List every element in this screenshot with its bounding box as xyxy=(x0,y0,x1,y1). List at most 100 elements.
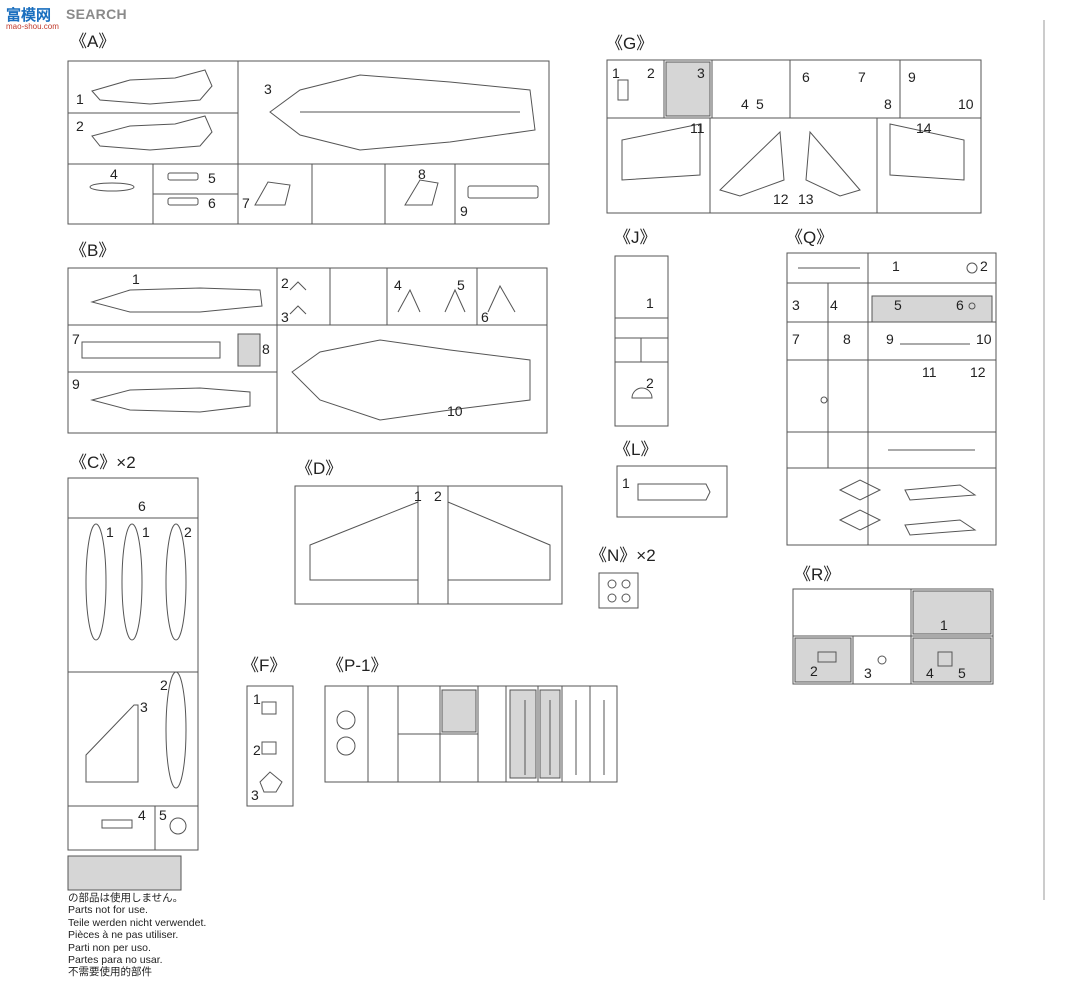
sprue-b-part-3: 3 xyxy=(281,309,289,325)
sprue-c-part-3: 3 xyxy=(140,699,148,715)
sprue-n-part-7: 7 xyxy=(792,331,800,347)
watermark-search: SEARCH xyxy=(66,6,127,22)
sprue-f-part-1: 1 xyxy=(253,691,261,707)
sprue-l-label: 《L》 xyxy=(614,440,657,459)
sprue-j-label: 《J》 xyxy=(614,228,657,247)
sprue-g-part-4: 4 xyxy=(741,96,749,112)
sprue-g-label: 《G》 xyxy=(606,34,653,53)
sprue-n-part-12: 12 xyxy=(970,364,986,380)
sprue-a-part-4: 4 xyxy=(110,166,118,182)
sprue-a-part-2: 2 xyxy=(76,118,84,134)
sprue-g-part-2: 2 xyxy=(647,65,655,81)
sprue-n: 《Q》 1 2 3 4 5 6 7 8 9 10 11 xyxy=(786,228,997,546)
sprue-g-part-7: 7 xyxy=(858,69,866,85)
sprue-c-part-1a: 1 xyxy=(106,524,114,540)
sprue-a-part-8: 8 xyxy=(418,166,426,182)
sprue-g-part-3: 3 xyxy=(697,65,705,81)
sprue-n-part-2: 2 xyxy=(980,258,988,274)
sprue-c: 《C》×2 6 1 1 2 2 3 4 5 xyxy=(67,453,199,891)
watermark-site-cn: 富模网 xyxy=(6,7,52,24)
sprue-a: 《A》 1 2 3 4 5 6 7 8 9 xyxy=(67,32,550,225)
sprue-r-part-3: 3 xyxy=(864,665,872,681)
sprue-f: 《F》 1 2 3 xyxy=(242,656,294,807)
watermark: 富模网 SEARCH mao-shou.com xyxy=(6,4,166,36)
sprue-g-part-11: 11 xyxy=(690,120,705,136)
sprue-g-part-5: 5 xyxy=(756,96,764,112)
sprue-n-part-9: 9 xyxy=(886,331,894,347)
sprue-g-part-13: 13 xyxy=(798,191,814,207)
sprue-l-part-1: 1 xyxy=(622,475,630,491)
sprue-n-part-3: 3 xyxy=(792,297,800,313)
sprue-g-part-1: 1 xyxy=(612,65,620,81)
sprue-d: 《D》 1 2 xyxy=(294,459,563,605)
legend-en: Parts not for use. xyxy=(68,904,148,917)
legend-de: Teile werden nicht verwendet. xyxy=(68,916,207,929)
sprue-p1-label: 《N》×2 xyxy=(590,546,656,565)
sprue-c-part-2a: 2 xyxy=(184,524,192,540)
sprue-n-part-5: 5 xyxy=(894,297,902,313)
sprue-c-part-1b: 1 xyxy=(142,524,150,540)
watermark-domain: mao-shou.com xyxy=(6,22,59,31)
sprue-a-part-6: 6 xyxy=(208,195,216,211)
sprue-c-label: 《C》×2 xyxy=(70,453,136,472)
sprue-r-label: 《R》 xyxy=(794,565,840,584)
legend: の部品は使用しません。 Parts not for use. Teile wer… xyxy=(68,892,206,979)
sprue-j-part-1: 1 xyxy=(646,295,654,311)
sprue-a-part-7: 7 xyxy=(242,195,250,211)
sprue-g-part-6: 6 xyxy=(802,69,810,85)
sprue-b-part-9: 9 xyxy=(72,376,80,392)
sprue-b-part-10: 10 xyxy=(447,403,463,419)
sprue-b-part-1: 1 xyxy=(132,271,140,287)
sprue-a-part-3: 3 xyxy=(264,81,272,97)
sprue-b-part-5: 5 xyxy=(457,277,465,293)
sprue-f-label: 《F》 xyxy=(242,656,286,675)
sprue-n-part-6: 6 xyxy=(956,297,964,313)
legend-es: Partes para no usar. xyxy=(68,954,163,967)
sprue-g-part-14: 14 xyxy=(916,120,932,136)
sprue-b-label: 《B》 xyxy=(70,241,115,260)
sprue-c-part-4: 4 xyxy=(138,807,146,823)
sprue-d-part-2: 2 xyxy=(434,488,442,504)
sprue-b-part-6: 6 xyxy=(481,309,489,325)
sprue-j-part-2: 2 xyxy=(646,375,654,391)
sprue-n-part-11: 11 xyxy=(922,364,937,380)
sprue-n-label: 《Q》 xyxy=(786,228,833,247)
sprue-d-part-1: 1 xyxy=(414,488,422,504)
sprue-a-label: 《A》 xyxy=(70,32,115,51)
legend-fr: Pièces à ne pas utiliser. xyxy=(68,929,179,942)
sprue-b-part-2: 2 xyxy=(281,275,289,291)
sprue-r-part-5: 5 xyxy=(958,665,966,681)
sprue-f-part-2: 2 xyxy=(253,742,261,758)
sprue-g-part-8: 8 xyxy=(884,96,892,112)
sprue-a-part-1: 1 xyxy=(76,91,84,107)
sprue-b-part-4: 4 xyxy=(394,277,402,293)
sprue-r: 《R》 1 2 3 4 5 xyxy=(792,565,994,685)
sprue-a-part-5: 5 xyxy=(208,170,216,186)
legend-zh: 不需要使用的部件 xyxy=(68,966,152,979)
sprue-b-part-8: 8 xyxy=(262,341,270,357)
sprue-g: 《G》 1 2 3 4 5 6 7 8 9 10 11 12 13 14 xyxy=(606,34,982,214)
sprue-r-part-2: 2 xyxy=(810,663,818,679)
sprue-b-part-7: 7 xyxy=(72,331,80,347)
sprue-b: 《B》 1 2 3 4 5 6 7 8 9 10 xyxy=(67,241,548,434)
sprue-g-part-12: 12 xyxy=(773,191,789,207)
legend-it: Parti non per uso. xyxy=(68,941,151,954)
sprue-f-part-3: 3 xyxy=(251,787,259,803)
sprue-q-label: 《P-1》 xyxy=(327,656,387,675)
sprue-g-part-10: 10 xyxy=(958,96,974,112)
sprue-j: 《J》 1 2 xyxy=(614,228,669,427)
sprue-n-part-8: 8 xyxy=(843,331,851,347)
sprue-c-part-6: 6 xyxy=(138,498,146,514)
sprue-n-part-10: 10 xyxy=(976,331,992,347)
sprue-q: 《P-1》 xyxy=(324,656,618,783)
sprue-n-part-4: 4 xyxy=(830,297,838,313)
sprue-c-part-2b: 2 xyxy=(160,677,168,693)
sprue-g-part-9: 9 xyxy=(908,69,916,85)
sprue-d-label: 《D》 xyxy=(296,459,342,478)
sprue-p1: 《N》×2 xyxy=(590,546,656,609)
sprue-n-part-1: 1 xyxy=(892,258,900,274)
sprue-a-part-9: 9 xyxy=(460,203,468,219)
sprue-c-part-5: 5 xyxy=(159,807,167,823)
legend-ja: の部品は使用しません。 xyxy=(68,892,184,904)
